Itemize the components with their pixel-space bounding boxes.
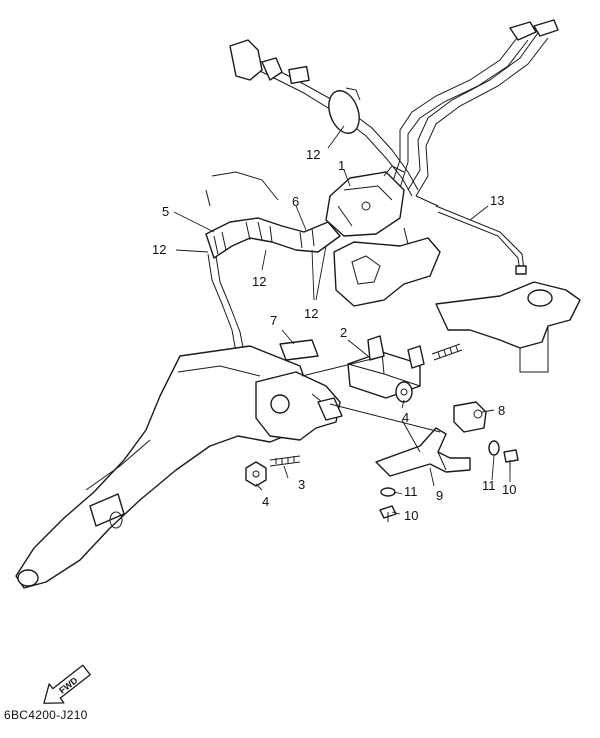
part-11-washer-left bbox=[380, 487, 396, 497]
part-13-rod bbox=[435, 205, 527, 275]
cables-upper-right bbox=[391, 19, 559, 197]
callout-8: 8 bbox=[498, 403, 505, 418]
callout-13: 13 bbox=[490, 193, 504, 208]
fwd-arrow: FWD bbox=[43, 664, 91, 704]
callout-9: 9 bbox=[436, 488, 443, 503]
part-3-stud bbox=[269, 455, 301, 467]
callout-12-middle: 12 bbox=[252, 274, 266, 289]
callout-6: 6 bbox=[292, 194, 299, 209]
part-10-screw-right bbox=[503, 449, 519, 470]
callout-11-right: 11 bbox=[482, 478, 496, 493]
callout-12-left: 12 bbox=[152, 242, 166, 257]
part-9-sensor-bracket bbox=[375, 427, 471, 477]
part-5-harness-tube bbox=[205, 217, 341, 353]
assembly-lines bbox=[301, 195, 441, 453]
steering-arm bbox=[435, 281, 581, 373]
callout-4-lower: 4 bbox=[262, 494, 269, 509]
callout-labels: 1 2 3 4 4 5 6 7 8 9 10 10 11 11 12 12 12… bbox=[152, 147, 516, 523]
part-8-sensor bbox=[453, 401, 487, 433]
callout-11-left: 11 bbox=[404, 484, 418, 499]
harness-upper-connector bbox=[229, 39, 419, 197]
callout-10-right: 10 bbox=[502, 482, 516, 497]
mount-bracket-outline bbox=[205, 171, 441, 307]
tiller-handle bbox=[15, 345, 343, 589]
callout-12-bottom: 12 bbox=[304, 306, 318, 321]
callout-1: 1 bbox=[338, 158, 345, 173]
part-7-pad bbox=[279, 339, 319, 361]
callout-4-upper: 4 bbox=[402, 410, 409, 425]
wire-clamp-top bbox=[328, 87, 361, 134]
part-1-switch-block bbox=[325, 165, 405, 237]
callout-5: 5 bbox=[162, 204, 169, 219]
callout-3: 3 bbox=[298, 477, 305, 492]
diagram-code: 6BC4200-J210 bbox=[4, 708, 88, 722]
part-11-washer-right bbox=[488, 440, 500, 456]
fwd-arrow-icon bbox=[43, 664, 91, 704]
part-4-nut-upper bbox=[395, 381, 413, 403]
callout-2: 2 bbox=[340, 325, 347, 340]
callout-7: 7 bbox=[270, 313, 277, 328]
part-10-screw-left bbox=[379, 505, 397, 522]
part-4-nut-lower bbox=[245, 461, 267, 487]
callout-10-lower: 10 bbox=[404, 508, 418, 523]
leader-lines bbox=[173, 125, 511, 515]
callout-12-top: 12 bbox=[306, 147, 320, 162]
